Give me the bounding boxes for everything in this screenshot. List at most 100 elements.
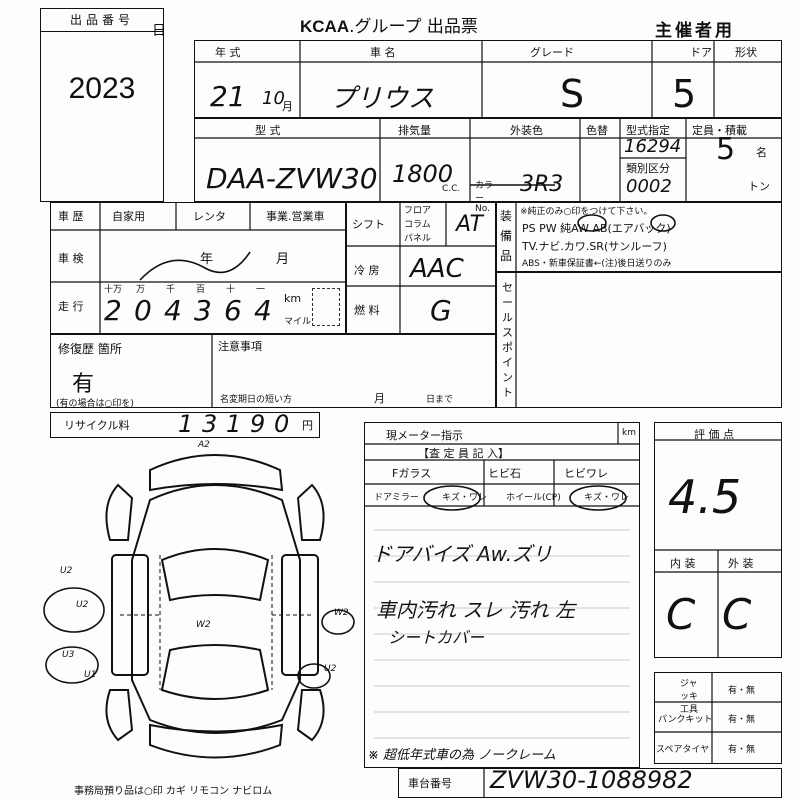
- grade-label: グレード: [530, 46, 574, 59]
- mileage-digit: 6: [224, 294, 242, 327]
- inspector-note: 車内汚れ スレ 汚れ 左: [376, 598, 576, 622]
- inspector-note: シートカバー: [388, 628, 485, 647]
- year-label: 年 式: [215, 46, 241, 59]
- spare-option: 有・無: [728, 745, 756, 755]
- lot-number: 2023: [68, 72, 136, 105]
- km-unit: km: [284, 292, 302, 305]
- history-table: [50, 202, 346, 334]
- damage-mark: U3: [62, 650, 75, 660]
- title-text: .グループ 出品票: [349, 17, 478, 37]
- color-no-label: カラー No.: [475, 181, 494, 214]
- shift-value: AT: [456, 212, 483, 237]
- digit-label: 万: [136, 285, 146, 295]
- equipment-label: 装 備 品: [500, 209, 513, 263]
- grade-points-label: 評 価 点: [694, 428, 734, 441]
- repair-table: [50, 334, 496, 408]
- chassis-box: [398, 768, 782, 798]
- grade-value: S: [560, 72, 585, 116]
- inspector-item: ホイール(CP): [506, 493, 561, 503]
- month-value: 10: [262, 88, 285, 109]
- car-name-value: プリウス: [330, 84, 435, 114]
- recycle-digit: 3: [202, 410, 218, 438]
- shift-option: パネル: [404, 234, 432, 244]
- jack-label: ジャッキ 工具: [680, 679, 699, 715]
- side-char: 日: [152, 23, 166, 39]
- recycle-digit: 1: [226, 410, 242, 438]
- inspector-note: ※ 超低年式車の為 ノークレーム: [368, 748, 556, 763]
- capacity-label: 定員・積載: [692, 124, 747, 137]
- recycle-label: リサイクル料: [64, 419, 130, 432]
- lot-number-label: 出品番号: [41, 9, 163, 32]
- month-unit: 月: [282, 100, 293, 113]
- capacity-unit: 名: [756, 146, 767, 159]
- brand-logo: KCAA: [300, 17, 350, 36]
- sales-point-box: [496, 272, 782, 408]
- inspector-item: ヒビ石: [488, 467, 521, 480]
- unit-checkbox: [312, 288, 340, 326]
- body-shape-label: 形状: [735, 46, 757, 59]
- repair-note: (有の場合は○印を): [56, 399, 134, 409]
- digit-label: 十: [226, 285, 236, 295]
- deadline-month: 月: [374, 392, 385, 405]
- equipment-note: ※純正のみ○印をつけて下さい。: [520, 207, 653, 217]
- fuel-value: G: [430, 294, 452, 327]
- lot-number-box: 出品番号 2023: [40, 8, 164, 202]
- private-use: 自家用: [112, 210, 145, 223]
- mileage-digit: 4: [164, 294, 182, 327]
- displacement-label: 排気量: [398, 124, 431, 137]
- organizer-label: 主催者用: [655, 21, 735, 41]
- digit-label: 百: [196, 285, 206, 295]
- car-name-label: 車 名: [370, 46, 396, 59]
- damage-mark: A2: [198, 440, 210, 450]
- doors-value: 5: [672, 72, 697, 116]
- model-label: 型 式: [255, 124, 281, 137]
- type-designation-value: 16294: [624, 136, 682, 157]
- recycle-unit: 円: [302, 419, 313, 432]
- meter-label: 現メーター指示: [386, 429, 463, 442]
- ac-label: 冷 房: [354, 264, 380, 277]
- inspection-month-unit: 月: [276, 252, 290, 267]
- equipment-line: TV.ナビ.カワ.SR(サンルーフ): [522, 240, 667, 253]
- repair-label: 修復歴 箇所: [58, 342, 122, 356]
- recycle-digit: 9: [250, 410, 266, 438]
- shift-label: シフト: [352, 218, 385, 231]
- cc-unit: C.C.: [442, 184, 461, 194]
- history-label: 車 歴: [58, 210, 84, 223]
- office-items: 事務局預り品は○印 カギ リモコン ナビロム: [74, 786, 273, 797]
- damage-mark: U1: [84, 670, 97, 680]
- type-designation-label: 型式指定: [626, 124, 670, 137]
- year-value: 21: [210, 80, 246, 113]
- mileage-digit: 4: [254, 294, 272, 327]
- caution-label: 注意事項: [218, 340, 262, 353]
- inspector-item: ドアミラー: [374, 493, 419, 503]
- inspector-box: [364, 422, 640, 768]
- class-label: 類別区分: [626, 162, 670, 175]
- mileage-digits: 十万 万 千 百 十 一 2 0 4 3 6 4: [100, 282, 280, 332]
- chassis-number: ZVW30-1088982: [490, 766, 693, 794]
- capacity-value: 5: [716, 132, 736, 167]
- spare-label: スペアタイヤ: [656, 745, 710, 755]
- doors-label: ドア: [690, 46, 712, 59]
- damage-mark: W2: [334, 608, 349, 618]
- ac-value: AAC: [410, 254, 464, 284]
- recycle-digit: 1: [178, 410, 194, 438]
- car-diagram: [105, 454, 325, 759]
- inspector-label: 【査 定 員 記 入】: [418, 447, 509, 460]
- basic-info-table: [194, 40, 782, 118]
- mileage-digit: 2: [104, 294, 122, 327]
- inspector-item: キズ・ワレ: [442, 493, 488, 503]
- recycle-digit: 0: [274, 410, 290, 438]
- drivetrain-table: [346, 202, 496, 334]
- mile-unit: マイル: [284, 317, 312, 327]
- digit-label: 一: [256, 285, 266, 295]
- inspection-label: 車 検: [58, 252, 84, 265]
- digit-label: 千: [166, 285, 176, 295]
- jack-box: [654, 672, 782, 764]
- fuel-label: 燃 料: [354, 304, 380, 317]
- sales-point-label: セールスポイント: [502, 281, 513, 399]
- color-change-label: 色替: [586, 124, 608, 137]
- puncture-option: 有・無: [728, 715, 756, 725]
- class-value: 0002: [626, 176, 672, 197]
- exterior-label: 外 装: [728, 557, 754, 570]
